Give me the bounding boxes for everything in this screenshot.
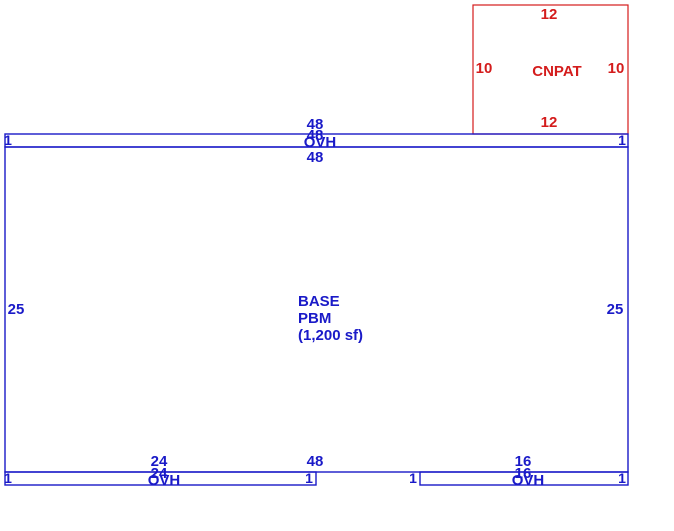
base-name-label: BASE (298, 293, 340, 310)
bottom-left-overhang-dimension-overlap: 24 (151, 465, 168, 482)
bottom-right-overhang[interactable]: 16 16 OVH 1 1 (409, 453, 629, 489)
bottom-left-overhang-right-depth: 1 (305, 470, 313, 486)
bottom-left-overhang-label: OVH (148, 472, 181, 489)
bottom-right-overhang-left-depth: 1 (409, 470, 417, 486)
bottom-right-overhang-outline (419, 471, 629, 486)
patio-left-dimension: 10 (476, 60, 493, 77)
bottom-right-overhang-right-depth: 1 (618, 470, 626, 486)
bottom-left-overhang-left-depth: 1 (4, 470, 12, 486)
patio-bottom-dimension: 12 (541, 114, 558, 131)
bottom-right-overhang-dimension-above: 16 (515, 453, 532, 470)
base-left-dimension: 25 (8, 301, 25, 318)
patio-top-dimension: 12 (541, 6, 558, 23)
top-overhang-left-depth: 1 (4, 132, 12, 148)
base-bottom-dimension: 48 (307, 453, 324, 470)
patio-area[interactable]: 12 12 10 10 CNPAT (472, 4, 629, 135)
bottom-right-overhang-label: OVH (512, 472, 545, 489)
base-area-label: (1,200 sf) (298, 327, 363, 344)
top-overhang-dimension-overlap: 48 (307, 127, 324, 144)
bottom-right-overhang-dimension-overlap: 16 (515, 465, 532, 482)
patio-label: CNPAT (532, 63, 581, 80)
bottom-left-overhang[interactable]: 24 24 OVH 1 1 (4, 453, 317, 489)
base-top-dimension: 48 (307, 149, 324, 166)
top-overhang[interactable]: 48 48 OVH 1 1 (4, 116, 629, 151)
patio-right-dimension: 10 (608, 60, 625, 77)
base-area[interactable]: 48 48 25 25 BASE PBM (1,200 sf) (4, 146, 629, 473)
base-right-dimension: 25 (607, 301, 624, 318)
top-overhang-right-depth: 1 (618, 132, 626, 148)
top-overhang-dimension-above: 48 (307, 116, 324, 133)
bottom-left-overhang-dimension-above: 24 (151, 453, 168, 470)
base-type-label: PBM (298, 310, 331, 327)
bottom-left-overhang-outline (4, 471, 317, 486)
